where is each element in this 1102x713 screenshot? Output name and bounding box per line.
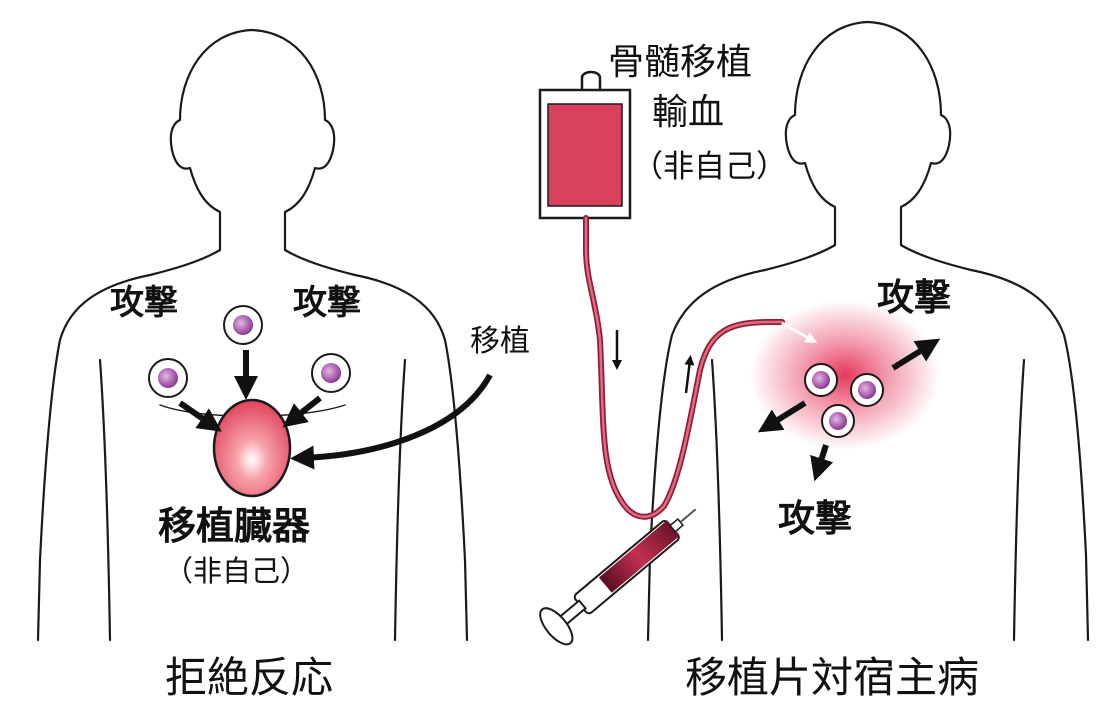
bag-label-line1: 骨髄移植 xyxy=(608,45,752,81)
flow-arrow-up xyxy=(686,360,690,393)
transplant-label: 移植 xyxy=(470,327,530,357)
immune-cell-top xyxy=(224,306,262,344)
donor-cell-2 xyxy=(851,374,883,406)
attack-label-left: 攻撃 xyxy=(110,286,178,320)
bag-label-line3: （非自己） xyxy=(632,152,787,183)
right-caption: 移植片対宿主病 xyxy=(685,657,979,699)
donor-cell-3 xyxy=(822,405,854,437)
attack-label-right: 攻撃 xyxy=(293,286,361,320)
attack-arrow-right xyxy=(292,398,320,420)
attack-label-bottom: 攻撃 xyxy=(778,500,852,537)
attack-label-upper-right: 攻撃 xyxy=(877,279,951,316)
bag-label-line2: 輸血 xyxy=(652,95,724,131)
organ-label: 移植臓器 xyxy=(158,507,310,545)
left-caption: 拒絶反応 xyxy=(165,657,333,699)
donor-cell-1 xyxy=(805,364,837,396)
immune-cell-right xyxy=(312,354,350,392)
transplant-organ xyxy=(214,400,290,496)
organ-sublabel: （非自己） xyxy=(164,557,309,586)
syringe xyxy=(534,492,709,649)
gvhd-arrow-down xyxy=(818,445,826,470)
blood-bag xyxy=(540,72,630,218)
immune-cell-left xyxy=(149,359,187,397)
